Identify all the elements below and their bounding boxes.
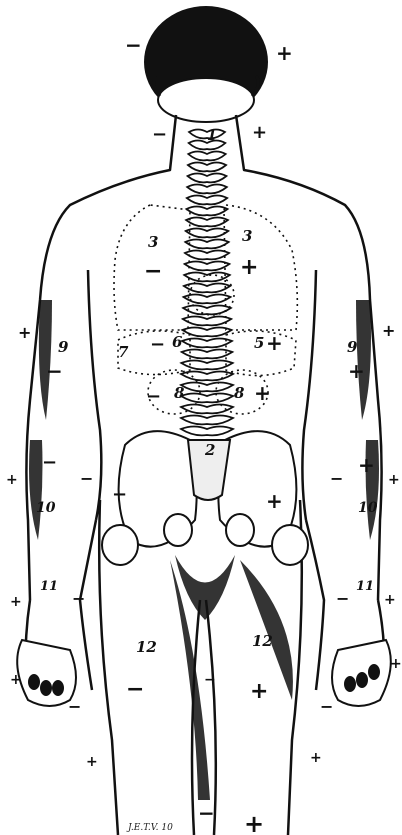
zone-numbers: 1 3 3 6 7 5 8 8 2 9 9 10 10 11 11 12 12 — [36, 128, 378, 656]
plus-sign: + — [310, 750, 322, 766]
vertebra — [187, 185, 227, 194]
minus-sign: − — [126, 677, 144, 702]
minus-sign: − — [46, 359, 63, 383]
vertebra — [185, 240, 228, 249]
head — [144, 6, 268, 122]
zone-9-right-label: 9 — [347, 338, 358, 356]
zone-11-right-label: 11 — [356, 579, 374, 594]
region-3-right — [224, 205, 297, 330]
zone-10-left-label: 10 — [36, 500, 56, 516]
plus-sign: + — [390, 656, 402, 672]
zone-3-left-label: 3 — [148, 233, 158, 251]
plus-sign: + — [266, 331, 283, 355]
plus-sign: + — [382, 321, 395, 340]
zone-12-right-label: 12 — [252, 632, 273, 650]
minus-sign: − — [72, 589, 85, 608]
plus-sign: + — [358, 453, 375, 477]
zone-7-label: 7 — [118, 343, 129, 361]
vertebra — [188, 152, 225, 161]
vertebra — [186, 207, 227, 216]
zone-8-left-label: 8 — [174, 384, 185, 402]
minus-sign: − — [152, 124, 167, 145]
minus-sign: − — [320, 697, 333, 716]
plus-sign: + — [86, 754, 98, 770]
plus-sign: + — [384, 592, 396, 608]
zone-8-right-label: 8 — [234, 384, 245, 402]
vertebra — [186, 218, 228, 227]
vertebra — [185, 251, 229, 260]
vertebra — [183, 306, 231, 315]
vertebra — [181, 383, 233, 392]
vertebra — [181, 394, 233, 403]
spinal-column — [181, 130, 233, 436]
vertebra — [181, 427, 233, 436]
plus-sign: + — [276, 41, 293, 65]
minus-sign: − — [68, 697, 81, 716]
zone-11-left-label: 11 — [40, 579, 58, 594]
minus-sign: − — [80, 469, 93, 488]
minus-sign: − — [42, 452, 57, 473]
minus-sign: − — [336, 589, 349, 608]
minus-sign: − — [198, 801, 215, 825]
plus-sign: + — [250, 679, 268, 704]
plus-sign: + — [10, 672, 22, 688]
right-hand — [332, 640, 391, 706]
minus-sign: − — [330, 469, 343, 488]
vertebra — [188, 174, 227, 183]
artist-signature: J.E.T.V. 10 — [126, 823, 173, 833]
plus-sign: + — [388, 472, 400, 488]
zone-6-label: 6 — [172, 333, 183, 351]
plus-sign: + — [254, 381, 271, 405]
zone-9-left-label: 9 — [58, 338, 69, 356]
zone-2-label: 2 — [204, 441, 215, 459]
vertebra — [183, 317, 231, 326]
zone-12-left-label: 12 — [136, 638, 157, 656]
plus-sign: + — [348, 359, 365, 383]
zone-3-right-label: 3 — [242, 227, 252, 245]
minus-sign: − — [146, 386, 161, 407]
zone-5-label: 5 — [254, 334, 264, 352]
vertebra — [185, 262, 230, 271]
plus-sign: + — [240, 255, 258, 280]
minus-sign: − — [112, 484, 127, 505]
vertebra — [181, 372, 233, 381]
plus-sign: + — [18, 323, 31, 342]
vertebra — [188, 163, 226, 172]
plus-sign: + — [244, 810, 264, 835]
plus-sign: + — [266, 489, 283, 513]
minus-sign: − — [150, 334, 165, 355]
vertebra — [181, 361, 232, 370]
minus-sign: − — [204, 672, 216, 688]
vertebra — [182, 350, 233, 359]
plus-sign: + — [6, 472, 18, 488]
zone-1-label: 1 — [207, 128, 217, 144]
minus-sign: − — [125, 33, 142, 57]
vertebra — [181, 416, 233, 425]
plus-sign: + — [10, 594, 22, 610]
minus-sign: − — [144, 259, 162, 284]
plus-sign: + — [252, 122, 267, 143]
vertebra — [187, 196, 227, 205]
vertebra — [186, 229, 229, 238]
zone-10-right-label: 10 — [358, 500, 378, 516]
